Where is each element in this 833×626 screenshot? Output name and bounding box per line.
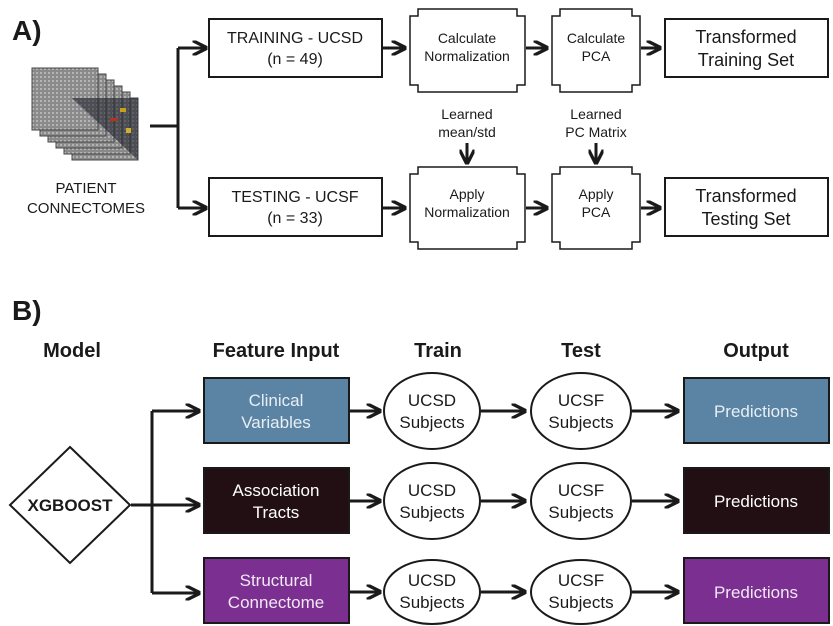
output-box	[683, 377, 830, 444]
out-train-line2: Training Set	[698, 50, 794, 70]
model-name: XGBOOST	[27, 496, 113, 515]
apply-pca-line1: Apply	[578, 186, 613, 202]
testing-ucsf-box: TESTING - UCSF (n = 33)	[208, 177, 383, 237]
train-label-line2: Subjects	[399, 503, 464, 522]
calculate-pca-box: Calculate PCA	[551, 8, 641, 93]
header-test: Test	[561, 340, 601, 362]
feature-label-line1: Structural	[240, 571, 313, 590]
learned-norm-line2: mean/std	[438, 124, 496, 140]
xgboost-model-diamond: XGBOOST	[8, 445, 132, 565]
transformed-training-set-box: Transformed Training Set	[664, 18, 829, 78]
train-label-line1: UCSD	[408, 391, 456, 410]
feature-label-line1: Clinical	[249, 391, 304, 410]
testing-count: (n = 33)	[267, 210, 323, 227]
test-label-line2: Subjects	[548, 413, 613, 432]
out-test-line1: Transformed	[695, 186, 796, 206]
panel-a-label: A)	[12, 15, 42, 46]
train-label-line2: Subjects	[399, 593, 464, 612]
pipeline-row-clinical: Clinical Variables UCSD Subjects UCSF Su…	[203, 372, 830, 450]
test-ellipse	[530, 372, 632, 450]
arrows-to-normalization	[383, 48, 405, 208]
calc-norm-line2: Normalization	[424, 48, 510, 64]
pipeline-row-association: Association Tracts UCSD Subjects UCSF Su…	[203, 462, 830, 540]
panel-b-label: B)	[12, 295, 42, 326]
header-feature-input: Feature Input	[213, 340, 340, 362]
output-label: Predictions	[714, 402, 798, 421]
test-label-line2: Subjects	[548, 503, 613, 522]
out-test-line2: Testing Set	[701, 209, 790, 229]
source-label-line1: PATIENT	[55, 180, 116, 197]
test-label-line1: UCSF	[558, 481, 604, 500]
test-ellipse	[530, 559, 632, 625]
calc-pca-line2: PCA	[582, 48, 611, 64]
output-box	[683, 467, 830, 534]
output-box	[683, 557, 830, 624]
test-label-line1: UCSF	[558, 391, 604, 410]
arrows-to-pca	[526, 48, 547, 208]
feature-box	[203, 557, 350, 624]
feature-box	[203, 377, 350, 444]
apply-normalization-box: Apply Normalization	[409, 166, 526, 250]
connectome-stack-image	[31, 67, 139, 161]
apply-pca-box: Apply PCA	[551, 166, 641, 250]
out-train-line1: Transformed	[695, 27, 796, 47]
train-label-line1: UCSD	[408, 481, 456, 500]
feature-label-line2: Connectome	[228, 593, 324, 612]
feature-label-line2: Tracts	[253, 503, 300, 522]
feature-label-line1: Association	[233, 481, 320, 500]
training-title: TRAINING - UCSD	[227, 30, 363, 47]
train-label-line1: UCSD	[408, 571, 456, 590]
train-ellipse	[383, 559, 481, 625]
header-output: Output	[723, 340, 789, 362]
output-label: Predictions	[714, 492, 798, 511]
arrows-to-outputs	[641, 48, 660, 208]
source-label-line2: CONNECTOMES	[27, 200, 145, 217]
learned-pca-line1: Learned	[570, 106, 621, 122]
learned-norm-line1: Learned	[441, 106, 492, 122]
header-train: Train	[414, 340, 462, 362]
train-ellipse	[383, 462, 481, 540]
output-label: Predictions	[714, 583, 798, 602]
test-ellipse	[530, 462, 632, 540]
calc-norm-line1: Calculate	[438, 30, 497, 46]
apply-norm-line1: Apply	[449, 186, 484, 202]
train-ellipse	[383, 372, 481, 450]
model-branch-connector	[131, 411, 199, 593]
test-label-line2: Subjects	[548, 593, 613, 612]
testing-title: TESTING - UCSF	[231, 189, 358, 206]
learned-pca-line2: PC Matrix	[565, 124, 626, 140]
apply-pca-line2: PCA	[582, 204, 611, 220]
training-count: (n = 49)	[267, 51, 323, 68]
training-ucsd-box: TRAINING - UCSD (n = 49)	[208, 18, 383, 78]
calculate-normalization-box: Calculate Normalization	[409, 8, 526, 93]
test-label-line1: UCSF	[558, 571, 604, 590]
feature-label-line2: Variables	[241, 413, 311, 432]
apply-norm-line2: Normalization	[424, 204, 510, 220]
calc-pca-line1: Calculate	[567, 30, 626, 46]
transformed-testing-set-box: Transformed Testing Set	[664, 177, 829, 237]
feature-box	[203, 467, 350, 534]
train-label-line2: Subjects	[399, 413, 464, 432]
split-connector	[150, 48, 206, 208]
pipeline-row-structural: Structural Connectome UCSD Subjects UCSF…	[203, 557, 830, 625]
header-model: Model	[43, 340, 101, 362]
